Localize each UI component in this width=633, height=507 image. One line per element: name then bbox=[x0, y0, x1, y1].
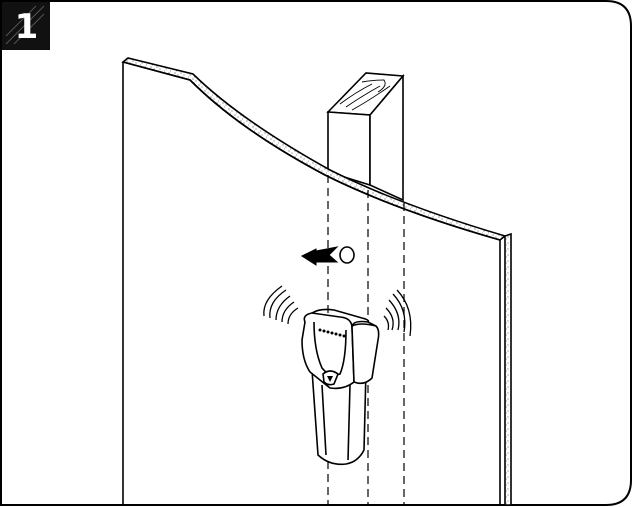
drywall-panel-icon bbox=[121, 57, 512, 506]
wood-stud-icon bbox=[326, 72, 405, 202]
stud-finder-icon bbox=[301, 308, 380, 466]
step-number-badge: 1 bbox=[14, 6, 39, 47]
nail-head-icon bbox=[339, 246, 355, 264]
signal-waves-icon bbox=[263, 285, 299, 325]
step-badge-bg bbox=[2, 2, 50, 50]
arrow-left-icon bbox=[300, 246, 339, 266]
signal-waves-icon-right bbox=[383, 289, 412, 337]
